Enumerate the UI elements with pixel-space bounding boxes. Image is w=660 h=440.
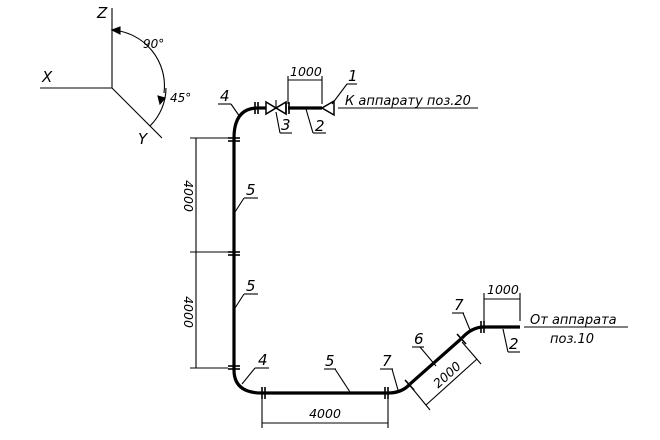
label-position-2-top: 2 (315, 117, 325, 135)
y-axis (111, 87, 163, 139)
dim-bottom-run: 4000 (309, 406, 341, 421)
label-position-5-upper: 5 (246, 181, 256, 199)
bottom-elbow (232, 369, 263, 395)
z-axis-label: Z (96, 4, 108, 22)
label-position-6: 6 (414, 330, 424, 348)
label-position-5-lower: 5 (246, 277, 256, 295)
label-position-2-right: 2 (509, 335, 519, 353)
note-from-apparatus-line2: поз.10 (550, 332, 594, 347)
valve-symbol (265, 100, 287, 116)
label-position-7-right: 7 (454, 296, 464, 314)
angle-label-90: 90° (143, 37, 164, 51)
upper-right-elbow (460, 325, 485, 340)
leader-line (502, 328, 509, 353)
angle-arc-45 (149, 87, 167, 127)
dim-outlet-right: 1000 (487, 282, 519, 297)
pipe-route (232, 106, 520, 395)
dimension-lines: 1000 4000 4000 4000 2000 1000 (181, 64, 521, 428)
dimension-line (425, 358, 478, 406)
bottom-right-elbow (387, 382, 412, 395)
label-position-5-bottom: 5 (325, 352, 335, 370)
flange (456, 333, 467, 345)
inlet-end-triangle-icon (320, 99, 335, 117)
note-from-apparatus-line1: От аппарата (530, 313, 617, 328)
dim-inlet-top: 1000 (290, 64, 322, 79)
leader-line (234, 197, 245, 213)
leader-line (419, 346, 437, 367)
label-position-3: 3 (281, 116, 291, 134)
dim-riser-lower: 4000 (181, 296, 196, 328)
leader-line (462, 312, 471, 331)
x-axis-label: X (41, 68, 53, 86)
arrowhead (157, 95, 166, 106)
leader-line (230, 103, 241, 118)
label-position-4-top: 4 (220, 87, 230, 105)
extension-line (411, 387, 431, 411)
leader-line (234, 293, 245, 309)
dim-riser-upper: 4000 (181, 180, 196, 212)
notes: К аппарату поз.20 От аппарата поз.10 (338, 94, 628, 347)
extension-line (461, 341, 482, 365)
position-labels: 1 2 3 4 5 5 4 5 7 6 (218, 67, 520, 393)
leader-line (391, 368, 399, 391)
label-position-4-bottom: 4 (258, 351, 268, 369)
y-axis-label: Y (138, 130, 149, 148)
leader-line (275, 111, 281, 134)
arrowhead (110, 26, 121, 35)
valve-icon (265, 100, 287, 116)
leader-line (241, 367, 256, 385)
note-to-apparatus: К аппарату поз.20 (345, 94, 471, 109)
label-position-7-left: 7 (382, 352, 392, 370)
angle-arc-90 (111, 29, 165, 94)
diagonal-pipe (408, 336, 464, 386)
leader-line (334, 368, 351, 393)
axes-group: Z X Y 90° 45° (40, 4, 191, 148)
label-position-1: 1 (348, 67, 358, 85)
leader-line (305, 108, 314, 134)
leader-line (331, 83, 348, 105)
angle-label-45: 45° (170, 91, 191, 105)
